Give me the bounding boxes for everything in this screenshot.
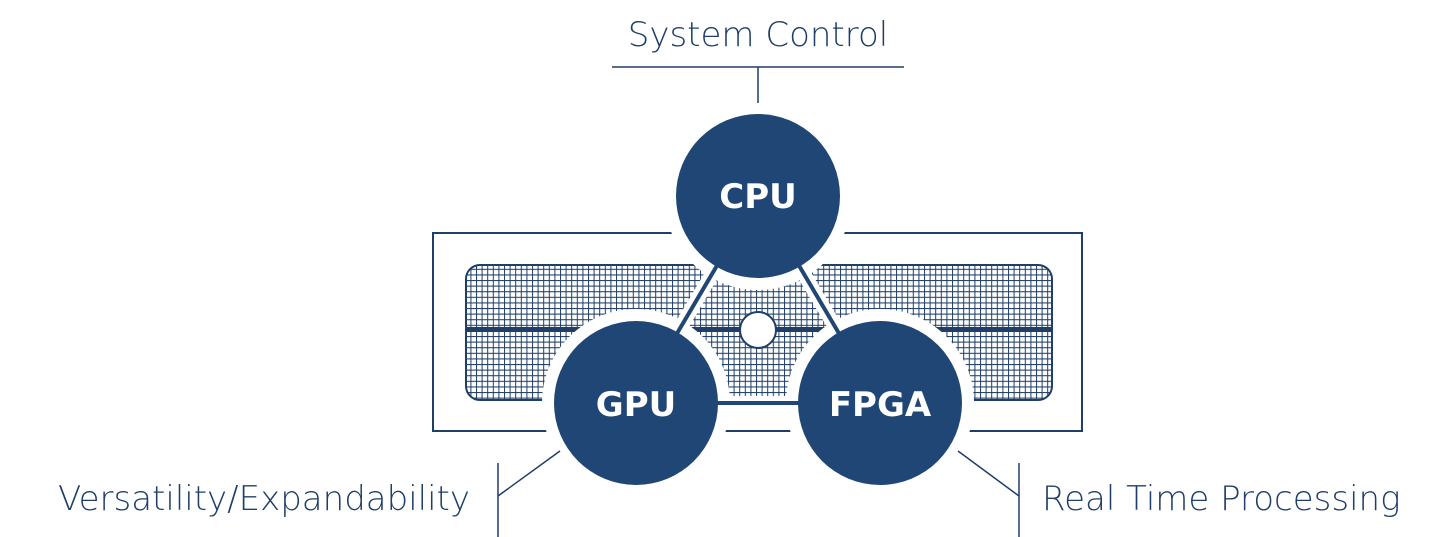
gpu-node-label: GPU (596, 385, 676, 425)
versatility-label: Versatility/Expandability (58, 479, 470, 519)
fpga-node (798, 321, 962, 485)
real-time-leader (957, 450, 1020, 497)
system-control-label: System Control (628, 15, 889, 55)
real-time-label: Real Time Processing (1042, 479, 1401, 519)
versatility-leader (497, 450, 561, 497)
cpu-node (676, 114, 840, 278)
center-hub (739, 311, 777, 349)
gpu-node (554, 321, 718, 485)
fpga-node-label: FPGA (829, 385, 932, 425)
cpu-node-label: CPU (719, 177, 796, 217)
